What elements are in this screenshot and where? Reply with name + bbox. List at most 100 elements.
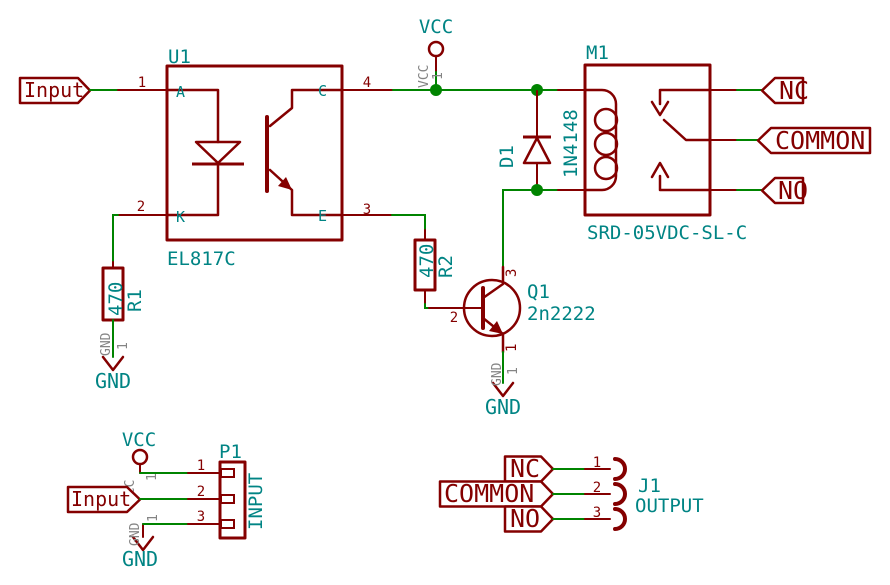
m1-refdes: M1 (586, 42, 609, 64)
m1-nc-contact (658, 88, 712, 106)
r2-refdes: R2 (435, 255, 457, 278)
j1-refdes: J1 (638, 475, 661, 497)
vcc-label: VCC (419, 16, 453, 38)
relay-m1: M1 SRD-05VDC-SL-C (583, 42, 763, 244)
u1-pin-name-c: C (318, 82, 327, 100)
common-flag-shape (756, 126, 872, 155)
q1-emitter-arrow (489, 321, 503, 334)
p1-body (218, 460, 247, 540)
gnd-symbol-p1: GND 1 GND (122, 514, 161, 571)
p1-pin-number-1: 1 (197, 458, 205, 474)
q1-value: 2n2222 (527, 303, 596, 325)
p1-pin-stubs (187, 472, 221, 525)
nc-j1-flag-text: NC (510, 454, 540, 483)
m1-coil-frame (583, 88, 618, 192)
q1-body-circle (462, 278, 522, 338)
vcc-hidden-name: VCC (417, 65, 432, 88)
gnd-q1-chevron (491, 381, 515, 398)
u1-refdes: U1 (168, 46, 191, 68)
vcc-symbol-main: VCC VCC 1 (417, 16, 453, 91)
u1-led-anode-line (165, 88, 220, 144)
optocoupler-u1: U1 EL817C A K C E 1 2 4 3 (117, 46, 394, 270)
u1-pt-collector (268, 88, 344, 128)
output-header-j1: 1 2 3 J1 OUTPUT (552, 455, 704, 531)
wires-relay-outputs (736, 89, 763, 191)
d1-refdes: D1 (496, 145, 518, 168)
u1-pin-number-2: 2 (137, 199, 145, 215)
p1-pin-number-2: 2 (197, 484, 205, 500)
gnd-q1-label: GND (485, 395, 521, 419)
q1-refdes: Q1 (527, 281, 550, 303)
q1-pin-number-2: 2 (450, 310, 458, 326)
wire-coil-to-collector (502, 189, 559, 268)
r1-refdes: R1 (124, 289, 146, 312)
transistor-q1: 3 2 1 Q1 2n2222 (428, 265, 596, 354)
no-j1-flag-text: NO (510, 504, 540, 533)
nc-flag-text: NC (779, 76, 809, 105)
gnd-p1-label: GND (122, 547, 158, 571)
p1-pin-pad-2 (220, 494, 235, 504)
q1-pin-number-1: 1 (504, 344, 520, 352)
p1-pin-number-3: 3 (197, 509, 205, 525)
net-label-nc-relay: NC (760, 76, 809, 105)
gnd-r1-hidden-number: 1 (116, 342, 131, 350)
m1-output-stubs (709, 89, 738, 191)
m1-blade (662, 118, 712, 142)
u1-value: EL817C (167, 248, 236, 270)
net-label-nc-j1: NC (503, 454, 555, 483)
u1-pin-stubs (117, 89, 394, 216)
junction-vcc (430, 84, 442, 96)
flyback-diode-d1: D1 1N4148 (496, 90, 586, 268)
vcc-p1-label: VCC (122, 429, 156, 451)
gnd-p1-hidden-name: GND (128, 522, 143, 546)
u1-led-triangle (194, 140, 242, 165)
net-label-common-j1: COMMON (438, 479, 555, 508)
p1-refdes: P1 (219, 441, 242, 463)
q1-collector (481, 265, 505, 300)
j1-pin-number-1: 1 (593, 455, 601, 471)
u1-pt-emitter-arrow (278, 177, 292, 190)
net-label-input-main: Input (18, 76, 119, 105)
vcc-hidden-number: 1 (431, 72, 446, 80)
input-p1-flag-shape (66, 485, 142, 514)
gnd-q1-hidden-name: GND (490, 362, 505, 386)
m1-coil-loop-3 (593, 155, 619, 181)
wire-emitter-to-r2 (391, 214, 426, 231)
u1-pin-number-4: 4 (363, 75, 371, 91)
u1-pin-name-a: A (176, 83, 185, 101)
gnd-symbol-r1: GND 1 GND (95, 319, 131, 393)
input-p1-flag-text: Input (71, 487, 131, 511)
u1-body (165, 64, 344, 242)
m1-no-arrow (650, 161, 670, 179)
gnd-symbol-q1: GND 1 GND (485, 351, 521, 419)
m1-no-contact (658, 174, 712, 192)
input-flag-text: Input (24, 78, 84, 102)
gnd-p1-hidden-number: 1 (146, 514, 161, 522)
m1-nc-arrow (650, 100, 670, 117)
u1-pin-number-3: 3 (363, 202, 371, 218)
m1-coil-loop-1 (593, 107, 619, 133)
u1-pt-emitter (268, 168, 344, 217)
vcc-p1-hidden-number: 1 (145, 473, 160, 481)
m1-value: SRD-05VDC-SL-C (587, 222, 747, 244)
net-label-common-relay: COMMON (756, 126, 872, 155)
gnd-r1-label: GND (95, 369, 131, 393)
d1-triangle (522, 136, 552, 165)
vcc-circle (427, 40, 445, 58)
no-flag-shape (760, 176, 805, 205)
common-j1-flag-shape (438, 480, 555, 508)
wire-r2-to-base (424, 303, 430, 309)
wire-k-to-r1 (112, 214, 119, 263)
m1-coil-loop-2 (593, 131, 619, 157)
base-resistor-r2: 470 R2 (391, 214, 457, 309)
r2-value: 470 (416, 244, 438, 278)
u1-pin-name-k: K (176, 208, 185, 226)
u1-pin-number-1: 1 (138, 75, 146, 91)
input-header-p1: 1 2 3 P1 INPUT (139, 441, 267, 540)
common-flag-text: COMMON (775, 126, 865, 155)
no-flag-text: NO (778, 176, 808, 205)
nc-flag-shape (760, 76, 805, 105)
net-label-no-j1: NO (503, 504, 555, 533)
